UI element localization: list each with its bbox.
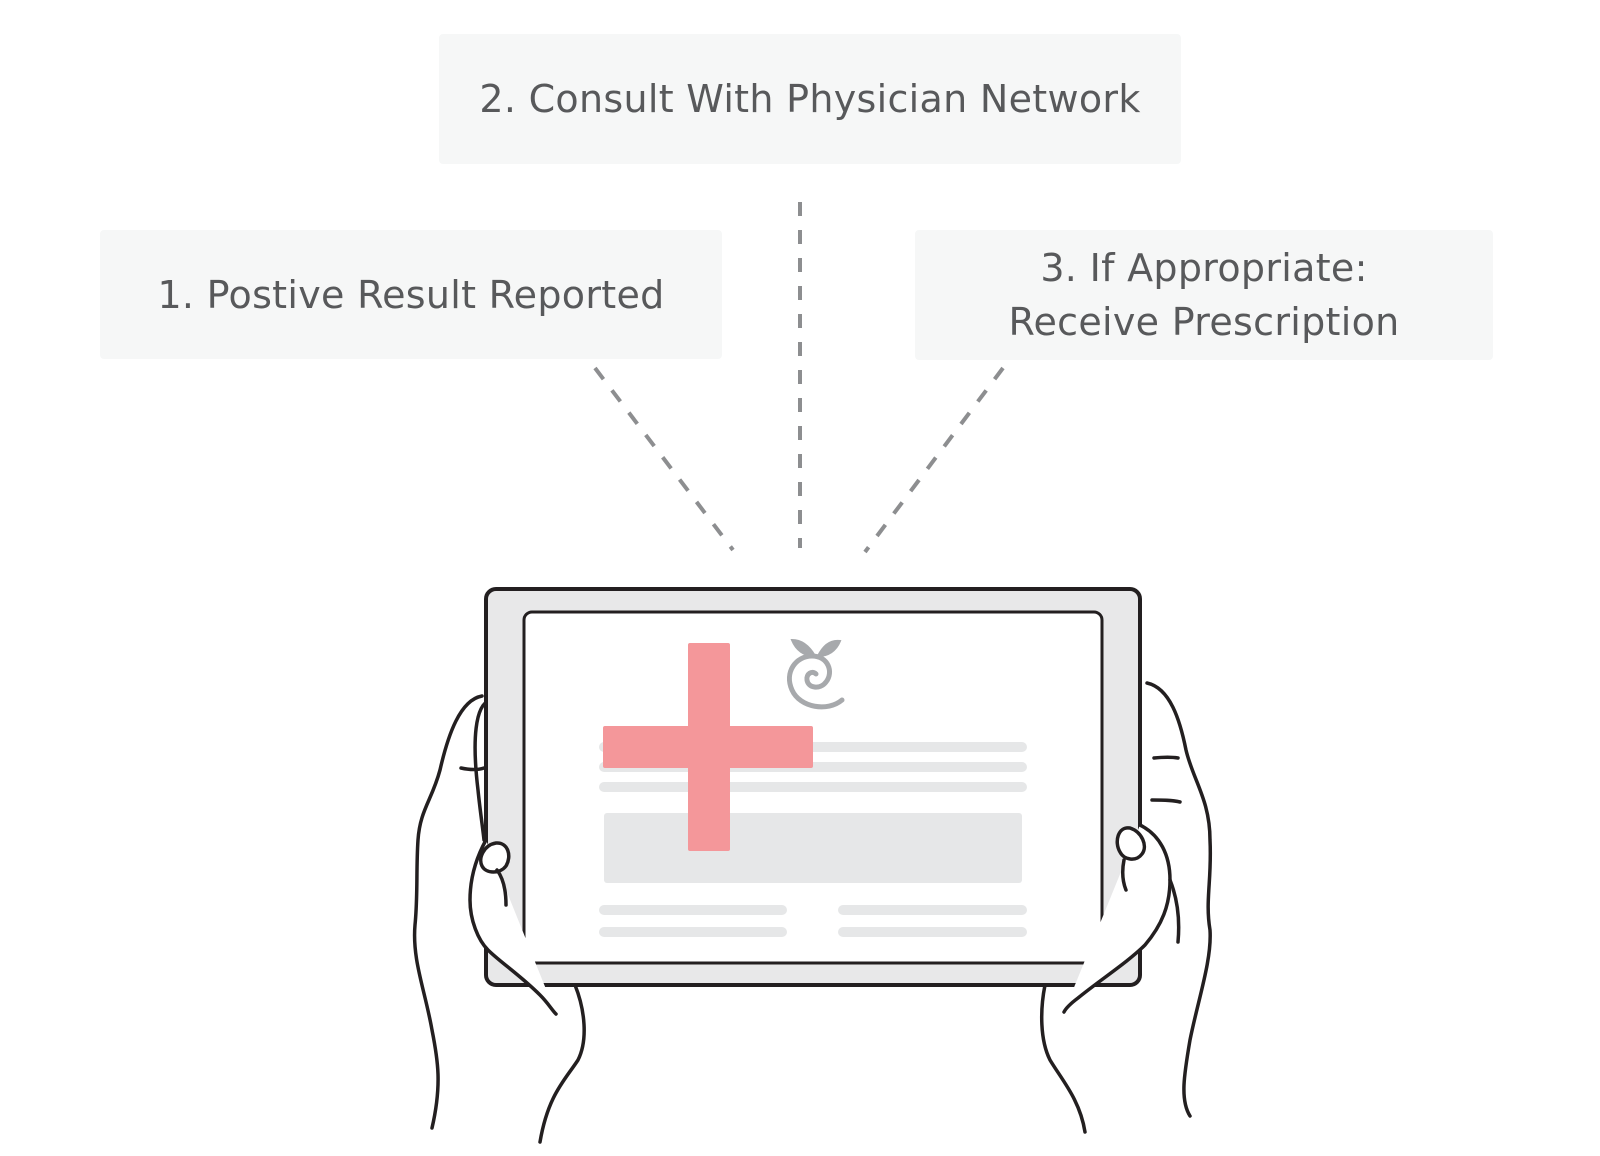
connector-step-1 [593, 366, 735, 552]
swirl-leaf-logo-icon [787, 638, 845, 710]
step-3-label-line-2: Receive Prescription [1008, 300, 1400, 344]
right-finger-bottom [1168, 878, 1181, 944]
step-2-label: 2. Consult With Physician Network [479, 77, 1141, 121]
left-hand-thumb-front [468, 838, 558, 1016]
step-3-label-line-1: 3. If Appropriate: [1040, 246, 1368, 290]
right-thumb-tip [1115, 826, 1147, 861]
medical-cross-icon [603, 643, 813, 851]
right-hand-thumb-front [1062, 823, 1172, 1014]
step-3-box: 3. If Appropriate: Receive Prescription [915, 230, 1493, 360]
tablet-icon [484, 587, 1142, 987]
left-thumb-tip [479, 841, 511, 874]
left-hand-palm [412, 694, 484, 1130]
step-2-box: 2. Consult With Physician Network [439, 34, 1181, 164]
right-thumb-knuckle [1120, 858, 1128, 892]
connector-step-3 [863, 366, 1005, 554]
right-finger-crease [1152, 755, 1180, 760]
step-1-box: 1. Postive Result Reported [100, 230, 722, 359]
left-finger-crease [459, 766, 486, 772]
step-1-label: 1. Postive Result Reported [157, 272, 665, 317]
connectors [593, 202, 1005, 554]
hands-front [459, 755, 1182, 1016]
left-thumb-knuckle [495, 868, 508, 907]
right-hand-wrist [1039, 983, 1087, 1134]
left-hand-wrist [538, 983, 586, 1144]
right-finger-crease [1150, 798, 1182, 804]
placeholder-block [604, 813, 1022, 883]
right-hand-palm [1145, 681, 1213, 1118]
